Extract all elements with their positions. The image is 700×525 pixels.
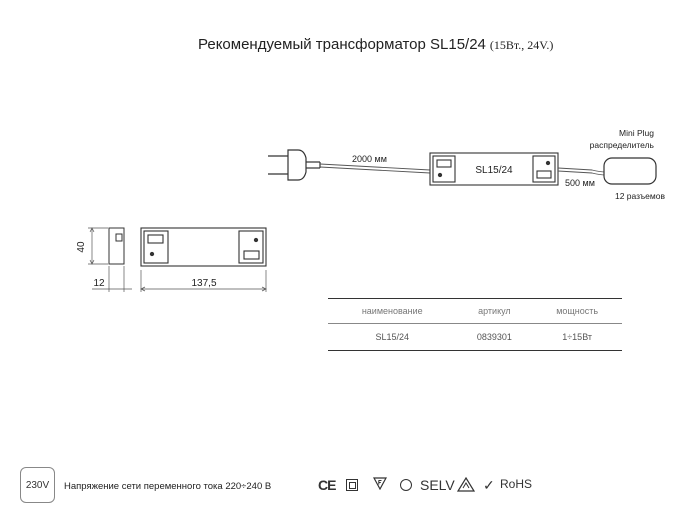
mains-cable xyxy=(319,163,431,174)
check-mark-icon: ✓ xyxy=(483,477,495,493)
cable-length-label: 2000 мм xyxy=(352,154,387,164)
splitter-name: Mini Plug xyxy=(619,128,654,138)
output-length-label: 500 мм xyxy=(565,178,595,188)
length-dimension: 137,5 xyxy=(191,278,216,289)
cell-power: 1÷15Вт xyxy=(532,323,622,351)
double-insulation-icon xyxy=(346,479,358,491)
power-plug-icon xyxy=(268,149,321,181)
connectors-label: 12 разъемов xyxy=(615,191,665,201)
f-mark-icon xyxy=(373,477,387,490)
spec-table: наименование артикул мощность SL15/24 08… xyxy=(328,298,622,351)
dimension-lines xyxy=(88,227,267,292)
header-article: артикул xyxy=(456,298,533,324)
header-power: мощность xyxy=(532,298,622,324)
warning-triangle-icon xyxy=(457,477,475,492)
voltage-text: Напряжение сети переменного тока 220÷240… xyxy=(64,481,272,492)
cell-article: 0839301 xyxy=(456,323,533,351)
device-label: SL15/24 xyxy=(475,165,513,176)
cell-name: SL15/24 xyxy=(328,323,457,351)
table-header-row: наименование артикул мощность xyxy=(328,298,622,324)
title-main: Рекомендуемый трансформатор SL15/24 xyxy=(198,36,486,53)
height-dimension: 40 xyxy=(76,241,87,253)
transformer-device xyxy=(429,152,559,186)
depth-dimension: 12 xyxy=(93,278,105,289)
title-sub: (15Вт., 24V.) xyxy=(489,38,554,52)
page-title: Рекомендуемый трансформатор SL15/24(15Вт… xyxy=(198,36,553,53)
splitter-desc: распределитель xyxy=(590,140,655,150)
voltage-badge: 230V xyxy=(20,467,55,503)
output-cable xyxy=(557,167,607,176)
selv-mark: SELV xyxy=(420,477,455,493)
ce-mark-icon: CE xyxy=(318,477,336,493)
header-name: наименование xyxy=(328,298,457,324)
splitter-block xyxy=(603,157,657,185)
table-row: SL15/24 0839301 1÷15Вт xyxy=(328,323,622,351)
side-view-drawing xyxy=(108,227,125,265)
protection-class-icon xyxy=(400,479,412,491)
rohs-mark: RoHS xyxy=(500,477,533,491)
top-view-drawing xyxy=(140,227,267,267)
footer: 230V Напряжение сети переменного тока 22… xyxy=(20,467,690,507)
